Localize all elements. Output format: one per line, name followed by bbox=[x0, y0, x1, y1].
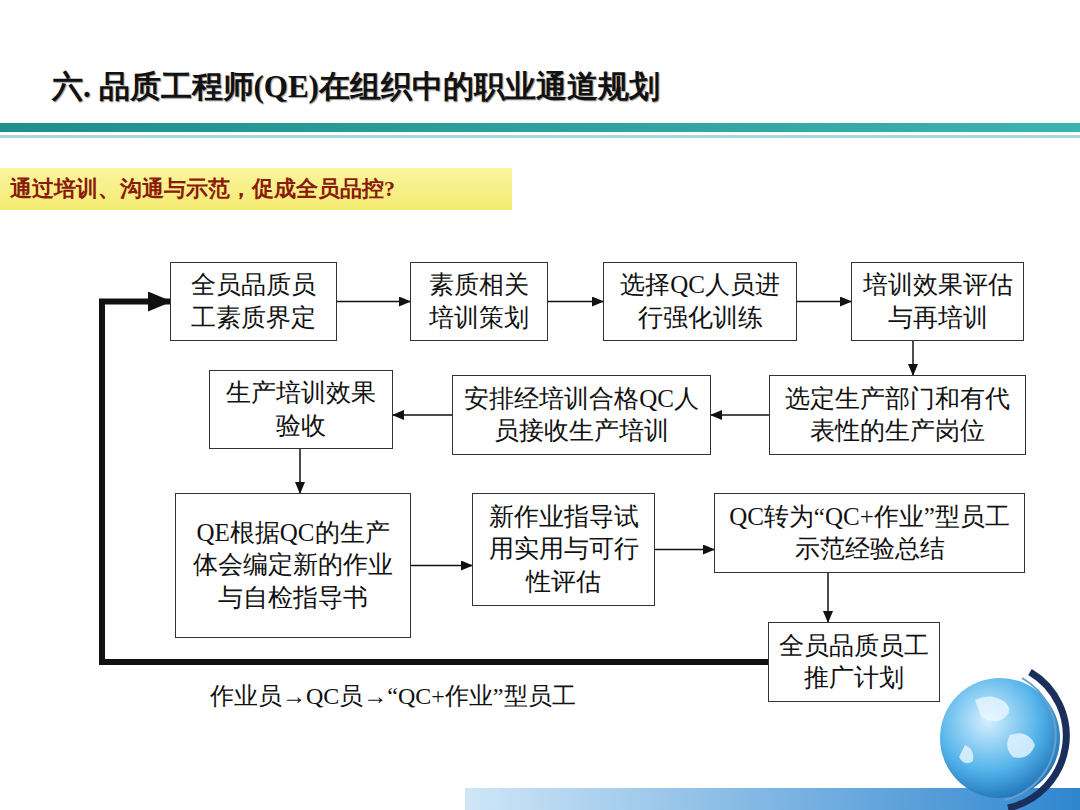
flow-arrow bbox=[548, 301, 603, 303]
flow-arrow bbox=[393, 414, 452, 416]
note-text: 作业员→QC员→“QC+作业”型员工 bbox=[210, 680, 576, 712]
flow-arrow bbox=[797, 301, 851, 303]
header-rule-light bbox=[0, 135, 1080, 138]
process-box: 生产培训效果验收 bbox=[209, 370, 393, 449]
box-text: QE根据QC的生产体会编定新的作业与自检指导书 bbox=[186, 517, 400, 615]
globe-icon bbox=[940, 672, 1066, 808]
box-text: 选择QC人员进行强化训练 bbox=[614, 269, 786, 334]
flow-arrow bbox=[337, 301, 410, 303]
box-text: 培训效果评估与再培训 bbox=[862, 269, 1013, 334]
box-text: 新作业指导试用实用与可行性评估 bbox=[483, 501, 644, 599]
box-text: 全员品质员工推广计划 bbox=[779, 630, 929, 695]
flow-arrow bbox=[411, 565, 472, 567]
box-text: QC转为“QC+作业”型员工示范经验总结 bbox=[725, 501, 1014, 566]
process-box: QC转为“QC+作业”型员工示范经验总结 bbox=[714, 493, 1025, 573]
header-rule bbox=[0, 123, 1080, 132]
box-text: 生产培训效果验收 bbox=[220, 377, 382, 442]
process-box: 选择QC人员进行强化训练 bbox=[603, 262, 797, 341]
box-text: 素质相关培训策划 bbox=[421, 269, 537, 334]
box-text: 安排经培训合格QC人员接收生产培训 bbox=[463, 383, 700, 448]
flow-arrow bbox=[655, 549, 714, 551]
slide-title: 六. 品质工程师(QE)在组织中的职业通道规划 bbox=[52, 66, 660, 108]
box-text: 通过培训、沟通与示范，促成全员品控? bbox=[10, 175, 395, 204]
process-box: 新作业指导试用实用与可行性评估 bbox=[472, 493, 655, 606]
highlight-band: 通过培训、沟通与示范，促成全员品控? bbox=[0, 168, 512, 210]
process-box: 全员品质员工推广计划 bbox=[768, 622, 940, 702]
process-box: 素质相关培训策划 bbox=[410, 262, 548, 341]
process-box: 安排经培训合格QC人员接收生产培训 bbox=[452, 375, 711, 455]
flow-arrow bbox=[299, 449, 301, 493]
process-box: 培训效果评估与再培训 bbox=[851, 262, 1024, 341]
flow-arrow bbox=[711, 414, 769, 416]
flow-arrow bbox=[827, 573, 829, 622]
process-box: QE根据QC的生产体会编定新的作业与自检指导书 bbox=[175, 493, 411, 638]
process-box: 全员品质员工素质界定 bbox=[170, 262, 337, 341]
box-text: 选定生产部门和有代表性的生产岗位 bbox=[780, 383, 1015, 448]
loop-arrow bbox=[102, 302, 768, 663]
process-box: 选定生产部门和有代表性的生产岗位 bbox=[769, 375, 1026, 455]
box-text: 全员品质员工素质界定 bbox=[181, 269, 326, 334]
flow-arrow bbox=[912, 341, 914, 375]
